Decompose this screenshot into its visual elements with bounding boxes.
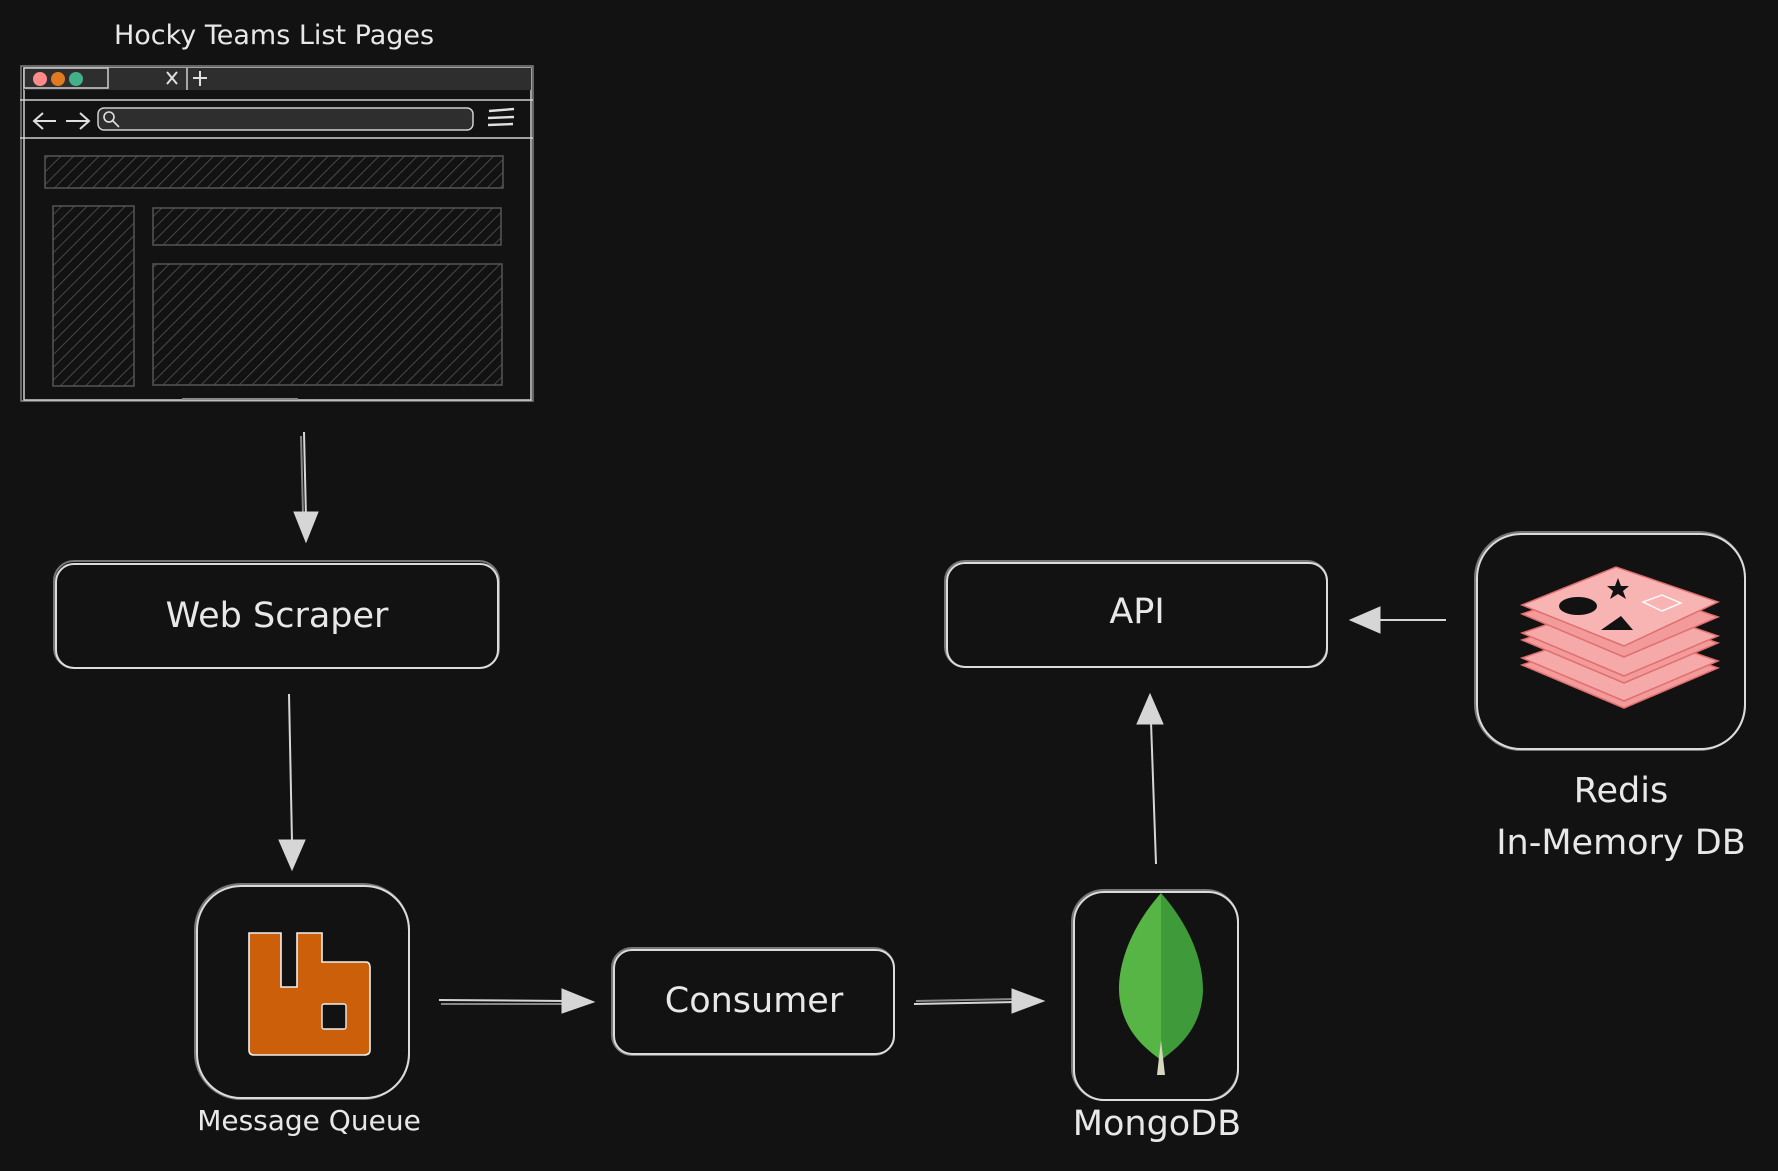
tab-close-icon[interactable] (166, 71, 178, 85)
arrow-redis-to-api (1348, 606, 1446, 634)
maximize-dot-icon[interactable] (69, 72, 83, 86)
redis-sublabel: In-Memory DB (1496, 823, 1746, 863)
mongodb-label: MongoDB (1073, 1104, 1241, 1144)
redis-stack-icon (1519, 566, 1721, 709)
arrow-queue-to-consumer (438, 988, 596, 1014)
message-queue-node: Message Queue (194, 883, 421, 1137)
redis-node: Redis In-Memory DB (1474, 531, 1746, 863)
arrow-mongodb-to-api (1136, 692, 1164, 865)
consumer-label: Consumer (665, 981, 844, 1021)
message-queue-label: Message Queue (197, 1104, 421, 1137)
arrow-browser-to-scraper (293, 431, 319, 544)
web-scraper-node: Web Scraper (53, 560, 500, 669)
search-icon (103, 111, 120, 128)
arrow-scraper-to-queue (278, 693, 306, 872)
redis-label: Redis (1574, 771, 1668, 811)
minimize-dot-icon[interactable] (51, 72, 65, 86)
sidebar-placeholder (52, 205, 135, 387)
web-scraper-label: Web Scraper (166, 596, 389, 636)
arrow-consumer-to-mongodb (913, 988, 1046, 1014)
title-placeholder (152, 207, 502, 246)
browser-tab[interactable] (23, 67, 109, 89)
content-placeholder (152, 263, 503, 386)
consumer-node: Consumer (611, 947, 895, 1056)
new-tab-icon[interactable] (193, 71, 207, 86)
mongodb-leaf-icon (1119, 893, 1203, 1075)
api-node: API (944, 560, 1328, 668)
forward-arrow-icon[interactable] (66, 112, 91, 130)
mongodb-node: MongoDB (1071, 889, 1241, 1144)
menu-icon[interactable] (487, 107, 515, 127)
browser-mockup: Hocky Teams List Pages (20, 20, 534, 402)
browser-title: Hocky Teams List Pages (114, 20, 434, 51)
back-arrow-icon[interactable] (32, 112, 56, 130)
api-label: API (1109, 592, 1164, 632)
close-dot-icon[interactable] (33, 72, 47, 86)
header-placeholder (44, 155, 504, 189)
rabbitmq-icon (248, 932, 371, 1056)
address-bar[interactable] (97, 107, 474, 131)
tab-bar (24, 68, 531, 90)
